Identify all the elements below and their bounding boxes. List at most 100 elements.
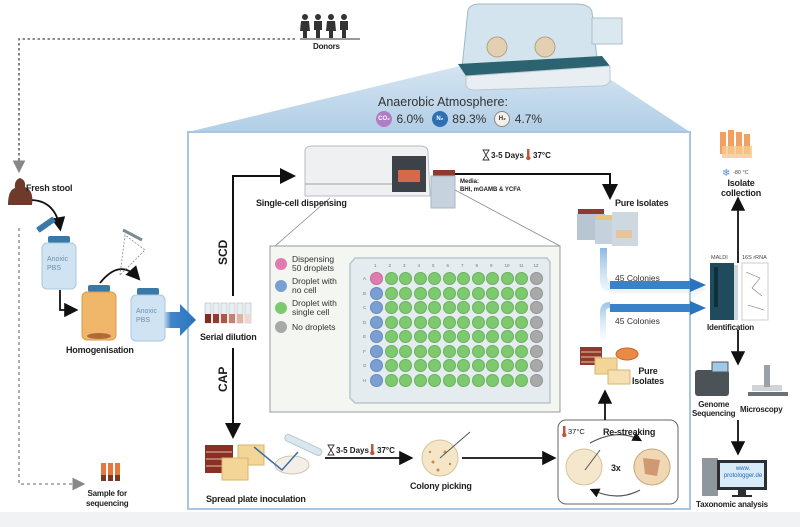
- bottle-homogenised: [81, 285, 117, 341]
- well-C11: [515, 301, 528, 314]
- well-F5: [428, 344, 441, 358]
- well-D7: [457, 315, 470, 329]
- well-G10: [500, 359, 514, 372]
- well-F12: [529, 344, 543, 358]
- well-G5: [428, 359, 441, 372]
- well-D3: [399, 315, 412, 329]
- co2-icon: CO₂: [376, 110, 392, 127]
- freezer-temp-label: -80 °C: [733, 170, 749, 176]
- well-B1: [370, 286, 383, 300]
- well-D2: [384, 315, 398, 329]
- well-D6: [442, 315, 456, 329]
- well-B11: [515, 286, 528, 300]
- well-A8: [471, 272, 485, 285]
- donor-path: [12, 38, 295, 174]
- well-C8: [471, 301, 485, 314]
- snowflake-icon: ❄: [722, 168, 730, 179]
- well-G11: [515, 359, 528, 372]
- plate-row-label: C: [363, 305, 367, 310]
- plate-row-label: A: [363, 276, 367, 281]
- plate-row-label: F: [363, 348, 366, 354]
- well-C2: [384, 301, 398, 314]
- cap-label: CAP: [216, 366, 230, 392]
- well-C7: [457, 301, 470, 314]
- plate-column-label: 11: [519, 263, 524, 268]
- hourglass-icon-top: [482, 149, 490, 161]
- legend-dot: [275, 302, 287, 314]
- plate-column-label: 12: [533, 263, 539, 268]
- plate-column-label: 6: [446, 263, 450, 268]
- well-C10: [500, 301, 514, 314]
- plate-row-label: G: [363, 363, 367, 368]
- legend-dot: [275, 280, 287, 292]
- well-A5: [428, 272, 441, 285]
- bottom-strip: [0, 512, 800, 527]
- microscopy-label: Microscopy: [740, 405, 783, 414]
- pure-isolates-top-icon: [577, 209, 638, 246]
- well-E2: [384, 330, 398, 343]
- microscope-icon: [748, 365, 788, 396]
- sample-tubes-icon: [101, 463, 120, 481]
- well-F6: [442, 344, 456, 358]
- well-D11: [515, 315, 528, 329]
- syringe-icon: [122, 228, 143, 242]
- well-H6: [442, 373, 456, 387]
- fresh-stool-label: Fresh stool: [26, 183, 73, 193]
- plate-column-label: 4: [417, 263, 421, 268]
- well-B6: [442, 286, 456, 300]
- donors-icon: [300, 14, 348, 38]
- well-A6: [442, 272, 456, 285]
- thermometer-icon-top: [526, 149, 531, 161]
- isolate-collection-label: Isolate collection: [721, 178, 762, 198]
- maldi-instrument-icon: [710, 263, 738, 320]
- well-G8: [471, 359, 485, 372]
- well-C5: [428, 301, 441, 314]
- plate-column-label: 3: [403, 263, 406, 268]
- plate-column-label: 1: [374, 263, 377, 268]
- well-D1: [370, 315, 383, 329]
- taxonomic-analysis-label: Taxonomic analysis: [696, 500, 768, 509]
- well-H11: [515, 373, 528, 387]
- well-F2: [384, 344, 398, 358]
- plate-row-label: D: [363, 319, 367, 325]
- website-link[interactable]: www. protologger.de: [723, 466, 763, 479]
- well-G3: [399, 359, 412, 372]
- plate-column-label: 10: [504, 263, 510, 268]
- plate-row-label: H: [363, 377, 367, 383]
- genome-sequencing-label: Genome Sequencing: [692, 400, 736, 418]
- well-A4: [413, 272, 427, 285]
- well-E10: [500, 330, 514, 343]
- gas-h2: H₂ 4.7%: [494, 110, 542, 128]
- legend-item-no-cell: Droplet with no cell: [275, 277, 337, 295]
- well-H9: [486, 373, 499, 387]
- well-H3: [399, 373, 412, 387]
- stool-icon: [8, 178, 33, 205]
- well-C1: [370, 301, 383, 314]
- well-F3: [399, 344, 412, 358]
- atmosphere-gases: CO₂ 6.0% N₂ 89.3% H₂ 4.7%: [376, 110, 542, 128]
- well-H10: [500, 373, 514, 387]
- well-C6: [442, 301, 456, 314]
- well-A9: [486, 272, 499, 285]
- plate-column-label: 2: [388, 263, 392, 268]
- sample-for-sequencing-label: Sample for sequencing: [86, 489, 129, 508]
- well-D9: [486, 315, 499, 329]
- maldi-label: MALDI: [711, 255, 728, 261]
- plate-column-label: 7: [461, 263, 464, 268]
- legend-item-empty: No droplets: [275, 321, 337, 333]
- well-D10: [500, 315, 514, 329]
- well-F4: [413, 344, 427, 358]
- restreak-temp-label: 37°C: [568, 427, 585, 436]
- well-C9: [486, 301, 499, 314]
- bottle-anoxic-pbs-2: [130, 288, 166, 342]
- well-F7: [457, 344, 470, 358]
- legend-dot: [275, 258, 287, 270]
- colony-picking-label: Colony picking: [410, 481, 472, 491]
- well-H7: [457, 373, 470, 387]
- pure-isolates-top-label: Pure Isolates: [615, 198, 669, 208]
- well-C3: [399, 301, 412, 314]
- genome-sequencer-icon: [695, 361, 729, 396]
